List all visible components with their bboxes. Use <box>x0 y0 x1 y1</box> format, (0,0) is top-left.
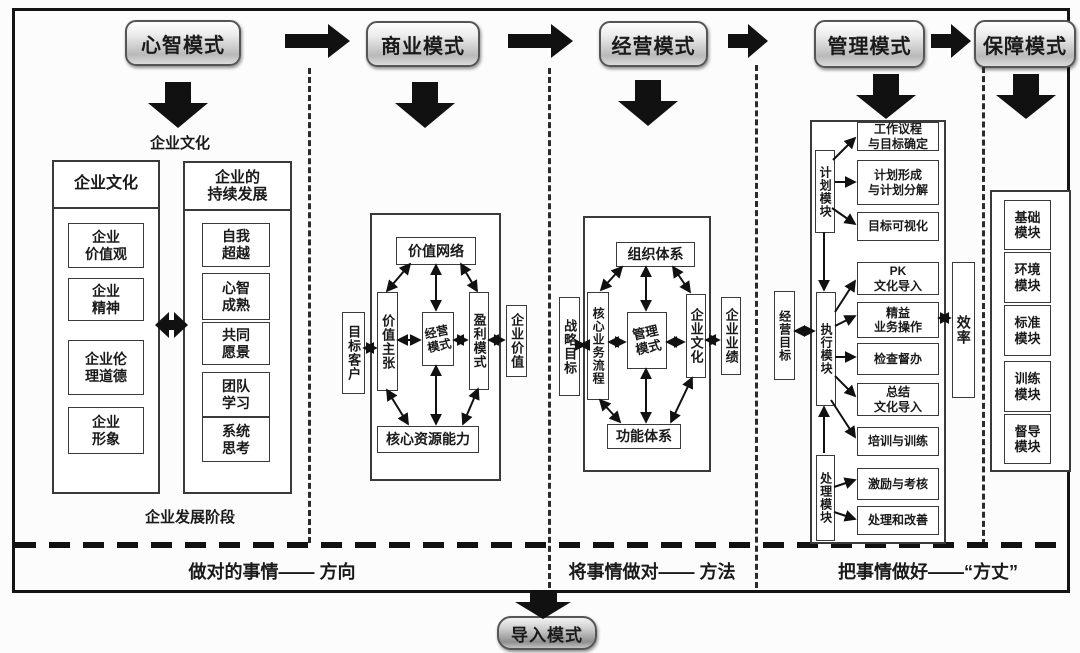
profit-model-box: 盈利模式 <box>469 292 489 390</box>
exec-item-lean-ops: 精益 业务操作 <box>857 302 939 338</box>
guarantee-item-standard: 标准 模块 <box>1004 305 1051 356</box>
plan-item-decompose: 计划形成 与计划分解 <box>857 160 939 205</box>
stage-pill-label: 心智模式 <box>141 34 225 57</box>
section-divider-dashed-3 <box>755 65 758 588</box>
plan-item-agenda: 工作议程 与目标确定 <box>857 122 939 151</box>
stage-pill-management-model: 管理模式 <box>814 20 925 68</box>
handle-item-incentive: 激励与考核 <box>857 468 939 500</box>
management-model-center-box: 管理 模式 <box>627 312 667 369</box>
function-system-box: 功能体系 <box>607 424 681 449</box>
stage-pill-label: 经营模式 <box>611 35 696 58</box>
handle-item-improve: 处理和改善 <box>857 506 939 535</box>
stage-pill-mental-model: 心智模式 <box>125 20 241 66</box>
value-network-box: 价值网络 <box>396 237 476 265</box>
guarantee-item-supervision: 督导 模块 <box>1004 414 1051 464</box>
guarantee-item-training: 训练 模块 <box>1004 361 1051 412</box>
efficiency-box: 效率 <box>952 262 975 398</box>
enterprise-performance-box: 企业业绩 <box>721 297 741 375</box>
core-process-box: 核心业务流程 <box>587 292 609 400</box>
target-customer-box: 目标客户 <box>342 312 365 394</box>
footer-label-method: 将事情做对—— 方法 <box>568 562 736 582</box>
stage-pill-label: 管理模式 <box>827 35 912 58</box>
sustain-panel-title: 企业的 持续发展 <box>185 163 290 211</box>
culture-item-image: 企业 形象 <box>68 407 144 454</box>
section-divider-dashed-4 <box>982 67 985 545</box>
stage-pill-label: 商业模式 <box>381 35 465 58</box>
value-proposition-box: 价值主张 <box>377 292 398 391</box>
footer-dashed-line <box>15 542 1064 548</box>
guarantee-item-environment: 环境 模块 <box>1004 252 1051 303</box>
guarantee-item-basic: 基础 模块 <box>1004 200 1051 250</box>
sustain-item-system: 系统 思考 <box>202 417 270 462</box>
footer-label-direction: 做对的事情—— 方向 <box>188 562 356 582</box>
import-down-arrow-icon <box>515 590 571 619</box>
core-resource-box: 核心资源能力 <box>377 426 479 453</box>
sustain-item-maturity: 心智 成熟 <box>202 273 270 320</box>
enterprise-value-box: 企业价值 <box>506 305 527 377</box>
import-mode-label: 导入模式 <box>511 625 583 645</box>
business-model-center-box: 经营 模式 <box>422 312 454 366</box>
section-divider-dashed-1 <box>308 68 311 543</box>
stage-pill-operation-model: 经营模式 <box>599 21 708 67</box>
enterprise-culture-box: 企业文化 <box>686 294 706 378</box>
exec-module-box: 执行模块 <box>816 292 836 406</box>
footer-label-abbot: 把事情做好——“方丈” <box>838 562 1018 582</box>
section-divider-dashed-2 <box>548 68 551 588</box>
culture-item-spirit: 企业 精神 <box>68 278 144 321</box>
plan-item-visualize: 目标可视化 <box>857 212 939 241</box>
culture-item-ethics: 企业伦 理道德 <box>68 340 144 395</box>
sustain-item-vision: 共同 愿景 <box>202 322 270 365</box>
stage-pill-label: 保障模式 <box>983 35 1067 58</box>
exec-item-inspection: 检查督办 <box>857 343 939 375</box>
sustain-item-self: 自我 超越 <box>202 223 270 267</box>
exec-item-pk-culture: PK 文化导入 <box>857 262 939 295</box>
management-model-center-label: 管理 模式 <box>631 322 663 358</box>
plan-module-box: 计划模块 <box>815 150 835 233</box>
stage-pill-guarantee-model: 保障模式 <box>974 20 1076 68</box>
development-stage-caption: 企业发展阶段 <box>144 509 235 526</box>
stage-pill-business-model: 商业模式 <box>366 21 480 67</box>
sustain-item-team: 团队 学习 <box>202 372 270 417</box>
culture-label: 企业文化 <box>149 135 210 152</box>
operation-goal-box: 经营目标 <box>774 291 795 380</box>
business-model-center-label: 经营 模式 <box>423 322 453 356</box>
culture-panel-title: 企业文化 <box>54 162 158 209</box>
organization-system-box: 组织体系 <box>616 242 695 267</box>
exec-item-training: 培训与训练 <box>857 427 939 456</box>
culture-item-values: 企业 价值观 <box>68 223 144 268</box>
strategic-goal-box: 战略目标 <box>559 297 580 396</box>
import-mode-pill: 导入模式 <box>497 616 597 650</box>
exec-item-summary-culture: 总结 文化导入 <box>857 383 939 416</box>
handle-module-box: 处理模块 <box>816 455 835 541</box>
